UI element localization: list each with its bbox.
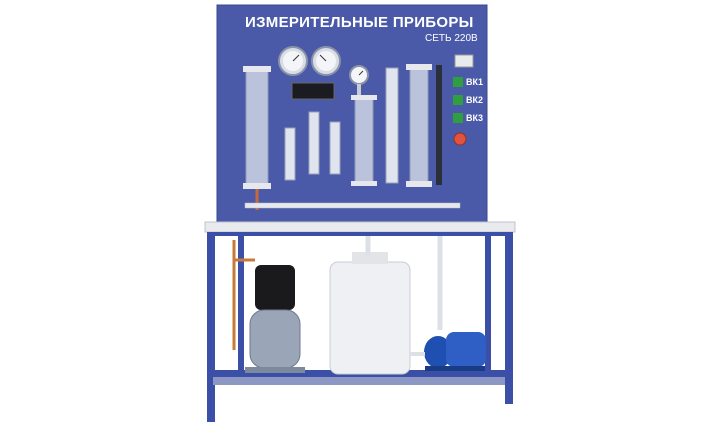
compressor-tank bbox=[232, 240, 305, 373]
button-label-vk3: ВК3 bbox=[466, 113, 483, 123]
circuit-breaker bbox=[454, 54, 474, 68]
table-frame bbox=[207, 232, 513, 422]
panel-title: ИЗМЕРИТЕЛЬНЫЕ ПРИБОРЫ bbox=[245, 14, 474, 31]
pressure-gauge-left bbox=[278, 46, 308, 76]
digital-display bbox=[291, 82, 335, 100]
rotameter-3 bbox=[329, 121, 341, 175]
piezometer-scale bbox=[436, 65, 442, 185]
centrifugal-pump bbox=[410, 332, 486, 371]
tube-right-1 bbox=[385, 67, 399, 184]
column-middle bbox=[351, 95, 377, 186]
pressure-gauge-right bbox=[311, 46, 341, 76]
button-label-vk2: ВК2 bbox=[466, 95, 483, 105]
rotameter-2 bbox=[308, 111, 320, 175]
network-label: СЕТЬ 220В bbox=[425, 33, 478, 44]
table-top bbox=[204, 221, 516, 233]
column-right bbox=[406, 64, 432, 187]
small-gauge bbox=[349, 65, 369, 98]
large-column-left bbox=[243, 66, 271, 210]
panel-pipe bbox=[244, 202, 461, 209]
stop-button bbox=[453, 132, 467, 146]
button-vk3 bbox=[453, 113, 463, 123]
rotameter-1 bbox=[284, 127, 296, 181]
water-tank bbox=[329, 252, 411, 375]
button-vk2 bbox=[453, 95, 463, 105]
button-vk1 bbox=[453, 77, 463, 87]
button-label-vk1: ВК1 bbox=[466, 77, 483, 87]
